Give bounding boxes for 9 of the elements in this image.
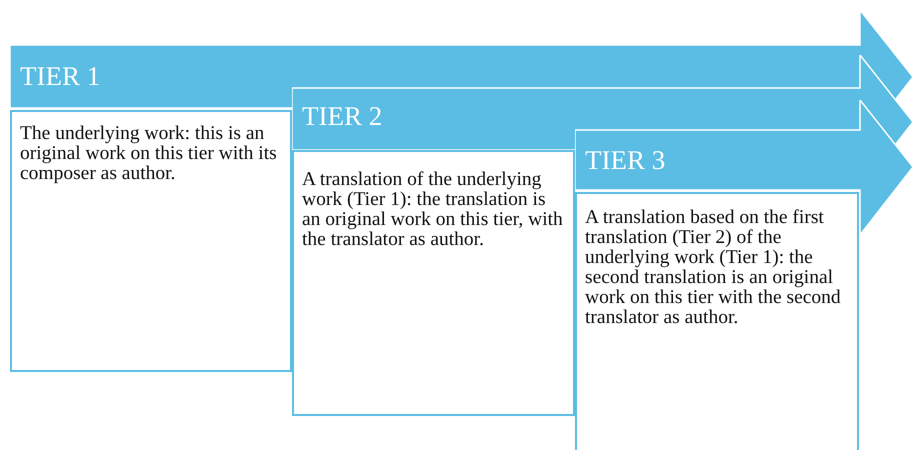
text-panel (292, 150, 575, 416)
description-text: A translation based on the first translation (Tier 2) of the underlying work (Tier 1): the second translation is an original work on this tier with the second translator as author. (585, 208, 842, 328)
description-text: The underlying work: this is an original work on this tier with its composer as author. (20, 124, 278, 184)
text-panel (575, 192, 859, 450)
text-panel (10, 110, 292, 372)
description-text: A translation of the underlying work (Tier 1): the translation is an original work on this tier, with the translator as author. (302, 170, 564, 250)
tier-heading: TIER 3 (585, 145, 666, 175)
tier-heading: TIER 1 (20, 61, 100, 91)
tier-heading: TIER 2 (302, 101, 382, 131)
